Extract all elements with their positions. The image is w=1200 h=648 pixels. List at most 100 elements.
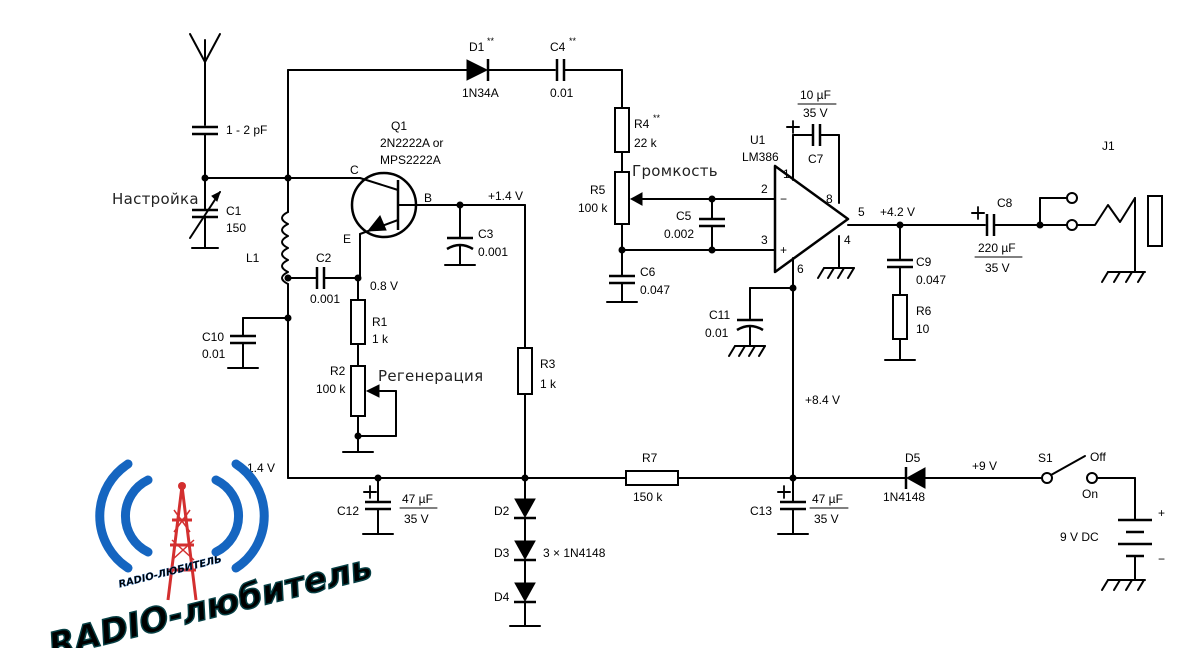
d1-label: D1 — [469, 40, 485, 54]
u1-label: U1 — [750, 133, 766, 147]
d1-star: ** — [487, 36, 495, 46]
c8-voltage: 35 V — [985, 261, 1010, 275]
emitter-voltage-label: 0.8 V — [370, 279, 398, 293]
diode-d1 — [466, 59, 556, 81]
c5-value: 0.002 — [664, 227, 694, 241]
c5-label: C5 — [676, 209, 692, 223]
r4-label: R4 — [634, 117, 650, 131]
coil-l1 — [281, 177, 289, 479]
c7-voltage: 35 V — [803, 106, 828, 120]
potentiometer-r5 — [614, 171, 713, 251]
pin5-label: 5 — [858, 205, 865, 219]
minus-sign: − — [780, 192, 787, 206]
q1-type-1: 2N2222A or — [380, 136, 443, 150]
tuning-capacitor-c1 — [189, 177, 221, 249]
capacitor-c10 — [227, 317, 289, 369]
battery-voltage-label: +9 V — [972, 459, 997, 473]
d5-label: D5 — [905, 451, 921, 465]
capacitor-c3 — [444, 204, 476, 266]
antenna-symbol — [189, 33, 221, 126]
diode-d5 — [904, 467, 1043, 489]
c1-value: 150 — [226, 221, 246, 235]
r1-value: 1 k — [372, 332, 389, 346]
d5-value: 1N4148 — [883, 490, 925, 504]
capacitor-c2 — [287, 267, 359, 289]
capacitor-c4 — [555, 59, 623, 109]
pin1-label: 1 — [783, 167, 790, 181]
r4-star: ** — [653, 113, 661, 123]
c1-label: C1 — [226, 204, 242, 218]
r2-label: R2 — [330, 364, 346, 378]
regeneration-label: Регенерация — [378, 367, 483, 385]
r7-label: R7 — [642, 451, 658, 465]
transistor-q1 — [350, 171, 461, 279]
capacitor-c8 — [971, 206, 1041, 236]
s1-off-label: Off — [1090, 450, 1106, 464]
q1-type-2: MPS2222A — [380, 153, 441, 167]
c13-value: 47 µF — [812, 492, 843, 506]
c2-label: C2 — [316, 251, 332, 265]
diode-string-value: 3 × 1N4148 — [543, 546, 606, 560]
resistor-r7 — [625, 470, 679, 486]
r5-value: 100 k — [578, 201, 608, 215]
r3-label: R3 — [540, 357, 556, 371]
ground-pin4 — [817, 235, 855, 279]
pin6-label: 6 — [797, 262, 804, 276]
base-voltage-label: +1.4 V — [488, 189, 523, 203]
antenna-cap-value: 1 - 2 pF — [226, 123, 267, 137]
c11-value: 0.01 — [705, 326, 729, 340]
capacitor-c12 — [362, 477, 394, 535]
s1-on-label: On — [1082, 487, 1098, 501]
r6-value: 10 — [916, 322, 930, 336]
headphone-jack-j1 — [1036, 192, 1163, 283]
j1-label: J1 — [1102, 139, 1115, 153]
tuning-label: Настройка — [112, 190, 199, 208]
resistor-r6 — [892, 294, 908, 340]
c13-voltage: 35 V — [814, 512, 839, 526]
u1-value: LM386 — [742, 150, 779, 164]
r3-value: 1 k — [540, 377, 557, 391]
c8-value: 220 µF — [978, 241, 1016, 255]
battery-label: 9 V DC — [1060, 530, 1099, 544]
r4-value: 22 k — [634, 136, 658, 150]
capacitor-c6 — [606, 249, 638, 303]
antenna-coupling-capacitor — [192, 125, 218, 179]
c9-label: C9 — [916, 255, 932, 269]
battery-minus: − — [1158, 552, 1165, 566]
c9-value: 0.047 — [916, 273, 946, 287]
d4-label: D4 — [494, 590, 510, 604]
battery-9v — [1101, 518, 1152, 591]
pin3-label: 3 — [761, 233, 768, 247]
resistor-r4 — [614, 107, 630, 153]
volume-label: Громкость — [632, 162, 718, 180]
base-pin-label: B — [424, 191, 432, 205]
collector-pin-label: C — [350, 163, 359, 177]
battery-plus: + — [1158, 506, 1165, 520]
c11-label: C11 — [709, 308, 730, 322]
capacitor-c5 — [699, 198, 725, 251]
c4-star: ** — [569, 36, 577, 46]
pin2-label: 2 — [761, 182, 768, 196]
c4-label: C4 — [550, 40, 566, 54]
c2-value: 0.001 — [310, 292, 340, 306]
resistor-r3 — [517, 347, 533, 395]
c3-value: 0.001 — [478, 245, 508, 259]
r1-label: R1 — [372, 315, 388, 329]
plus-sign: + — [780, 243, 787, 257]
d3-label: D3 — [494, 546, 510, 560]
pin8-label: 8 — [826, 192, 833, 206]
c12-voltage: 35 V — [404, 512, 429, 526]
r6-label: R6 — [916, 304, 932, 318]
supply-voltage-label: +8.4 V — [805, 393, 840, 407]
s1-label: S1 — [1038, 451, 1053, 465]
c13-label: C13 — [750, 504, 772, 518]
r5-label: R5 — [590, 183, 606, 197]
emitter-pin-label: E — [343, 232, 351, 246]
capacitor-c13 — [777, 477, 809, 535]
capacitor-c11 — [728, 287, 794, 357]
c7-label: C7 — [808, 152, 824, 166]
output-voltage-label: +4.2 V — [880, 205, 915, 219]
radio-lubitel-logo: RADIO-ЛЮБИТЕЛЬ RADIO-любитель — [44, 459, 377, 648]
diode-string-d2-d4 — [509, 477, 541, 627]
